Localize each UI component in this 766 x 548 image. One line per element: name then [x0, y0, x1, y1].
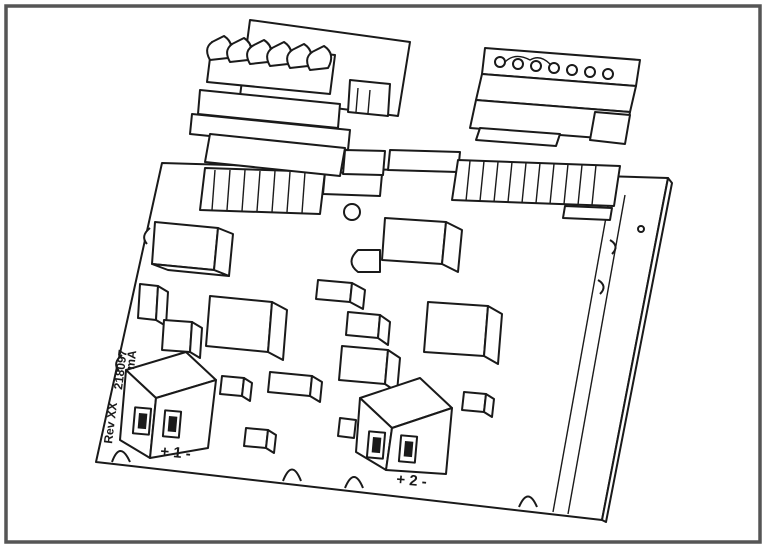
- board-slot: [344, 476, 364, 489]
- connector-pin: [602, 68, 614, 80]
- small-component: [461, 391, 495, 418]
- small-component: [267, 371, 323, 403]
- small-component: [337, 417, 357, 439]
- connector-pin: [566, 64, 578, 76]
- board-slot: [282, 468, 302, 482]
- component: [205, 295, 288, 361]
- part-number-label: 218097: [111, 349, 130, 391]
- pin-header-left: [199, 149, 386, 215]
- current-rating-label: mA: [123, 349, 139, 370]
- revision-label: Rev XX: [101, 402, 120, 445]
- plug-connector-left: [189, 19, 411, 177]
- board-slot: [518, 495, 538, 508]
- small-component: [338, 345, 401, 393]
- mounting-hole: [637, 225, 645, 233]
- connector-pin: [512, 58, 524, 70]
- connector-pin: [530, 60, 542, 72]
- component: [151, 221, 234, 277]
- board-notch: [597, 279, 605, 295]
- pin-header-right: [387, 149, 621, 221]
- frame-border: [4, 4, 762, 544]
- board-cutout: [350, 249, 381, 273]
- connector-pin: [584, 66, 596, 78]
- small-component: [345, 311, 391, 346]
- connector-pin: [548, 62, 560, 74]
- board-slot: [111, 450, 131, 463]
- terminal-2-label: + 2 -: [396, 471, 428, 491]
- terminal-block-1: [119, 351, 217, 459]
- board-hole: [343, 203, 361, 221]
- small-component: [243, 427, 277, 454]
- terminal-block-2: [355, 377, 453, 475]
- board-notch: [609, 239, 617, 255]
- board-notch: [143, 227, 151, 245]
- component: [423, 301, 503, 365]
- small-component: [137, 283, 169, 327]
- small-component: [161, 319, 203, 359]
- small-component: [219, 375, 253, 402]
- small-component: [315, 279, 366, 310]
- plug-connector-right: [469, 47, 641, 147]
- component: [381, 217, 463, 273]
- terminal-1-label: + 1 -: [160, 443, 192, 463]
- board-notch: [115, 354, 123, 372]
- connector-pin: [494, 56, 506, 68]
